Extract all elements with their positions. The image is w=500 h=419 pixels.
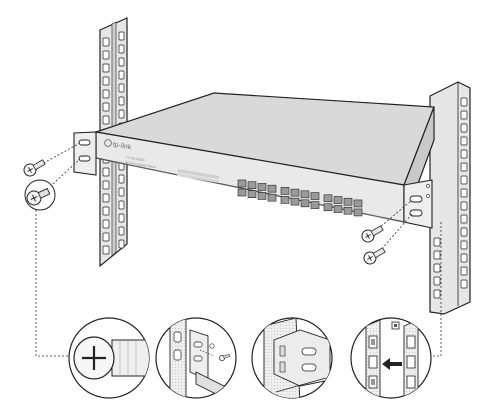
rail-slot: [102, 206, 110, 216]
model-sublabel: 24-Port Gigabit Switch: [125, 160, 157, 169]
ethernet-port: [310, 192, 320, 200]
rail-slot: [460, 110, 468, 120]
rail-slot: [102, 219, 110, 229]
insert-arrow-icon: [382, 358, 402, 370]
detail-screw: [68, 317, 150, 399]
rail-slot: [118, 57, 125, 67]
model-label: TL-SG1024D: [126, 155, 146, 162]
detail-ear-installed: [251, 317, 333, 399]
rail-slot: [102, 245, 110, 255]
rail-slot: [102, 63, 110, 73]
rail-slot: [460, 266, 468, 276]
ethernet-port: [343, 197, 353, 206]
ethernet-port: [353, 199, 363, 208]
rail-slot: [118, 109, 125, 119]
rail-slot: [118, 96, 125, 106]
rail-slot: [118, 70, 125, 80]
rail-slot: [460, 253, 468, 263]
rail-slot: [118, 213, 125, 223]
ethernet-port: [290, 188, 300, 197]
rail-slot: [118, 44, 125, 54]
tp-link-logo-icon: [104, 139, 112, 147]
rail-slot: [102, 115, 110, 125]
ethernet-port: [333, 196, 343, 204]
ear-hole-left-bottom: [78, 155, 91, 162]
rail-slot: [118, 31, 125, 41]
mounting-ear-left: [73, 131, 97, 176]
ethernet-port: [267, 184, 277, 193]
ear-hole-right-bottom: [409, 209, 423, 217]
ethernet-port: [333, 205, 343, 213]
ethernet-port: [323, 203, 333, 212]
rail-slot: [460, 123, 468, 133]
rail-slot: [433, 276, 441, 286]
rail-slot: [102, 76, 110, 86]
rail-slot: [102, 180, 110, 190]
screw-callout: [24, 179, 56, 211]
rail-slot: [118, 174, 125, 184]
rail-slot: [460, 227, 468, 237]
led-strip: [176, 169, 220, 183]
rail-slot: [460, 188, 468, 198]
rail-slot: [433, 263, 441, 273]
detail-ear-attach: [155, 317, 237, 399]
ethernet-port: [257, 183, 267, 191]
rail-slot: [460, 149, 468, 159]
ethernet-port: [237, 179, 247, 188]
rack-screw: [363, 247, 386, 265]
rack-rail-right-holes: [433, 97, 468, 299]
rail-slot: [102, 102, 110, 112]
ethernet-port: [237, 188, 247, 197]
rack-rail-right: [429, 81, 471, 315]
ethernet-port: [257, 192, 267, 200]
rail-slot: [460, 162, 468, 172]
rail-slot: [460, 97, 468, 107]
detail-rail-insert: [350, 317, 432, 399]
switch: tp-link TL-SG1024D 24-Port Gigabit Switc…: [95, 92, 435, 223]
rail-slot: [460, 279, 468, 289]
port-grid: [237, 179, 363, 217]
ear-hole-left-top: [78, 139, 91, 146]
rail-slot: [433, 237, 441, 247]
rail-slot: [460, 175, 468, 185]
ethernet-port: [290, 197, 300, 206]
rail-slot: [433, 250, 441, 260]
rail-slot: [460, 214, 468, 224]
ethernet-port: [267, 193, 277, 202]
rail-slot: [460, 201, 468, 211]
rail-slot: [118, 187, 125, 197]
rail-slot: [102, 37, 110, 47]
rail-slot: [118, 226, 125, 236]
brand-label: tp-link: [112, 141, 132, 151]
ethernet-port: [300, 199, 310, 208]
rail-slot: [460, 240, 468, 250]
rail-slot: [102, 232, 110, 242]
rack-screw: [361, 225, 384, 243]
ear-hole-right-top: [409, 195, 423, 203]
ethernet-port: [323, 194, 333, 203]
ethernet-port: [247, 181, 257, 190]
rail-slot: [102, 50, 110, 60]
mounting-ear-right: [403, 179, 433, 229]
ethernet-port: [343, 206, 353, 215]
rack-screw: [23, 159, 46, 177]
rail-slot: [102, 89, 110, 99]
rail-slot: [433, 289, 441, 299]
ethernet-port: [300, 190, 310, 199]
ethernet-port: [280, 187, 290, 195]
rail-slot: [102, 193, 110, 203]
rail-slot: [118, 239, 125, 249]
ethernet-port: [247, 190, 257, 199]
ethernet-port: [353, 208, 363, 217]
ethernet-port: [280, 196, 290, 204]
rail-slot: [102, 167, 110, 177]
rail-slot: [118, 83, 125, 93]
rail-slot: [118, 200, 125, 210]
ethernet-port: [310, 201, 320, 209]
rail-slot: [460, 136, 468, 146]
